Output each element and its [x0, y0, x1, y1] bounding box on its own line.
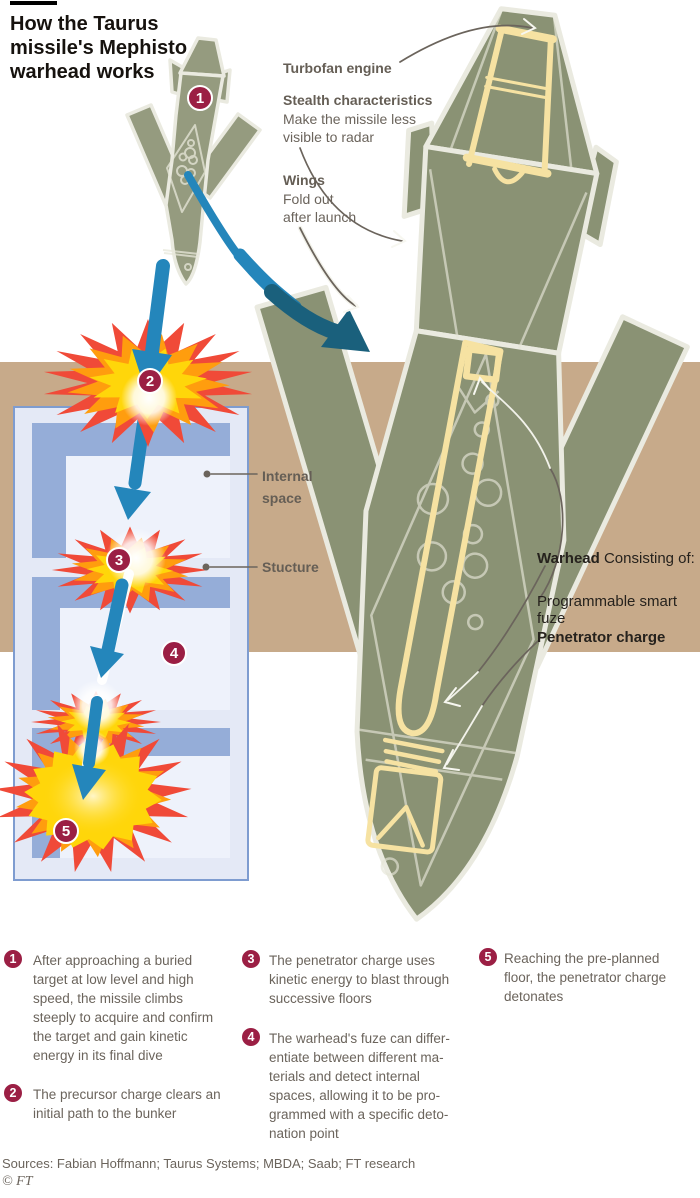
stealth-label-body: Make the missile less visible to radar	[283, 111, 417, 145]
penetrator-connector-end	[446, 705, 483, 765]
stealth-label-title: Stealth characteristics	[283, 92, 433, 108]
missile-porthole	[461, 452, 484, 475]
legend-item-3: The penetrator charge uses kinetic energ…	[269, 953, 450, 1006]
explosion-glow	[106, 528, 166, 588]
step-badge-3: 3	[106, 547, 132, 573]
missile-porthole	[188, 155, 198, 165]
impact-arrow-floor3	[72, 696, 106, 800]
missile-porthole	[178, 152, 188, 162]
turbofan-arrowhead	[521, 18, 537, 35]
warhead-label-bold: Warhead	[537, 550, 600, 567]
internal-space-dot	[203, 470, 211, 478]
wings-label-title: Wings	[283, 172, 325, 188]
kicker-bar	[10, 1, 57, 5]
penetrator-label: Penetrator charge	[537, 629, 666, 646]
missile-porthole	[416, 541, 448, 572]
flight-ribbon-arrow	[184, 171, 370, 352]
missile-porthole	[187, 139, 195, 147]
bunker-slab-floor1	[32, 423, 230, 558]
penetrator-arrowhead	[442, 749, 460, 771]
wings-label-body: Fold out after launch	[283, 191, 357, 225]
missile-panel-diamond	[370, 353, 535, 887]
warhead-connector	[477, 565, 546, 673]
missile-panel-line	[359, 728, 517, 755]
penetrator-connector	[481, 640, 539, 707]
internal-space-label: Internal space	[262, 468, 313, 506]
warhead-label: Warhead Consisting of:	[537, 550, 695, 567]
missile-panel-line	[428, 169, 459, 340]
missile-top-view	[254, 6, 690, 922]
explosion-core	[42, 756, 144, 836]
explosion-glow	[121, 370, 177, 426]
step-badge-2: 2	[137, 368, 163, 394]
sources-line: Sources: Fabian Hoffmann; Taurus Systems…	[2, 1156, 416, 1171]
missile-porthole	[184, 263, 192, 271]
legend-item-1: After approaching a buried target at low…	[33, 953, 214, 1063]
label-connectors	[202, 18, 564, 771]
penetrator-charge-outline	[365, 737, 445, 855]
missile-nose-line	[163, 252, 199, 258]
missile-panel-line	[517, 191, 588, 349]
structure-dot	[202, 563, 210, 571]
fuze-arrowhead	[473, 376, 491, 395]
step-badge-5: 5	[53, 818, 79, 844]
structure-label: Stucture	[262, 559, 319, 575]
wings-connector	[299, 227, 357, 307]
stealth-connector	[299, 147, 403, 242]
turbofan-engine-outline	[462, 24, 557, 185]
legend-badge-3: 3	[240, 948, 262, 970]
legend-badge-5: 5	[477, 946, 499, 968]
impact-arrow-floor2	[90, 578, 129, 678]
missile-tail-cone	[423, 6, 600, 177]
missile-porthole	[380, 857, 400, 876]
copyright: © FT	[2, 1174, 33, 1189]
page-title: How the Taurus missile's Mephisto warhea…	[10, 13, 188, 83]
fuze-connector	[539, 467, 564, 599]
legend-item-5: Reaching the pre-planned floor, the pene…	[504, 951, 667, 1004]
missile-panel-diamond	[166, 124, 206, 213]
legend-item-2: The precursor charge clears an initial p…	[33, 1087, 221, 1121]
warhead-connector-end	[447, 671, 479, 701]
turbofan-connector	[399, 24, 533, 63]
missile-nose-line	[162, 249, 200, 255]
warhead-arrowhead	[443, 687, 461, 707]
legend-item-4: The warhead's fuze can differ- entiate b…	[269, 1031, 450, 1141]
step-badge-1: 1	[187, 85, 213, 111]
missile-panel-line	[449, 12, 502, 151]
fuze-label: Programmable smart fuze	[537, 593, 678, 627]
wings-arrowhead	[343, 295, 360, 313]
missile-panel-line	[553, 19, 573, 169]
stealth-arrowhead	[391, 230, 407, 248]
legend-badge-2: 2	[2, 1082, 24, 1104]
warhead-label-rest: Consisting of:	[599, 550, 695, 567]
legend-badge-1: 1	[2, 948, 24, 970]
legend-badge-4: 4	[240, 1026, 262, 1048]
step-badge-4: 4	[161, 640, 187, 666]
turbofan-label: Turbofan engine	[283, 60, 392, 76]
missile-porthole	[473, 421, 491, 438]
missile-porthole	[467, 613, 484, 631]
